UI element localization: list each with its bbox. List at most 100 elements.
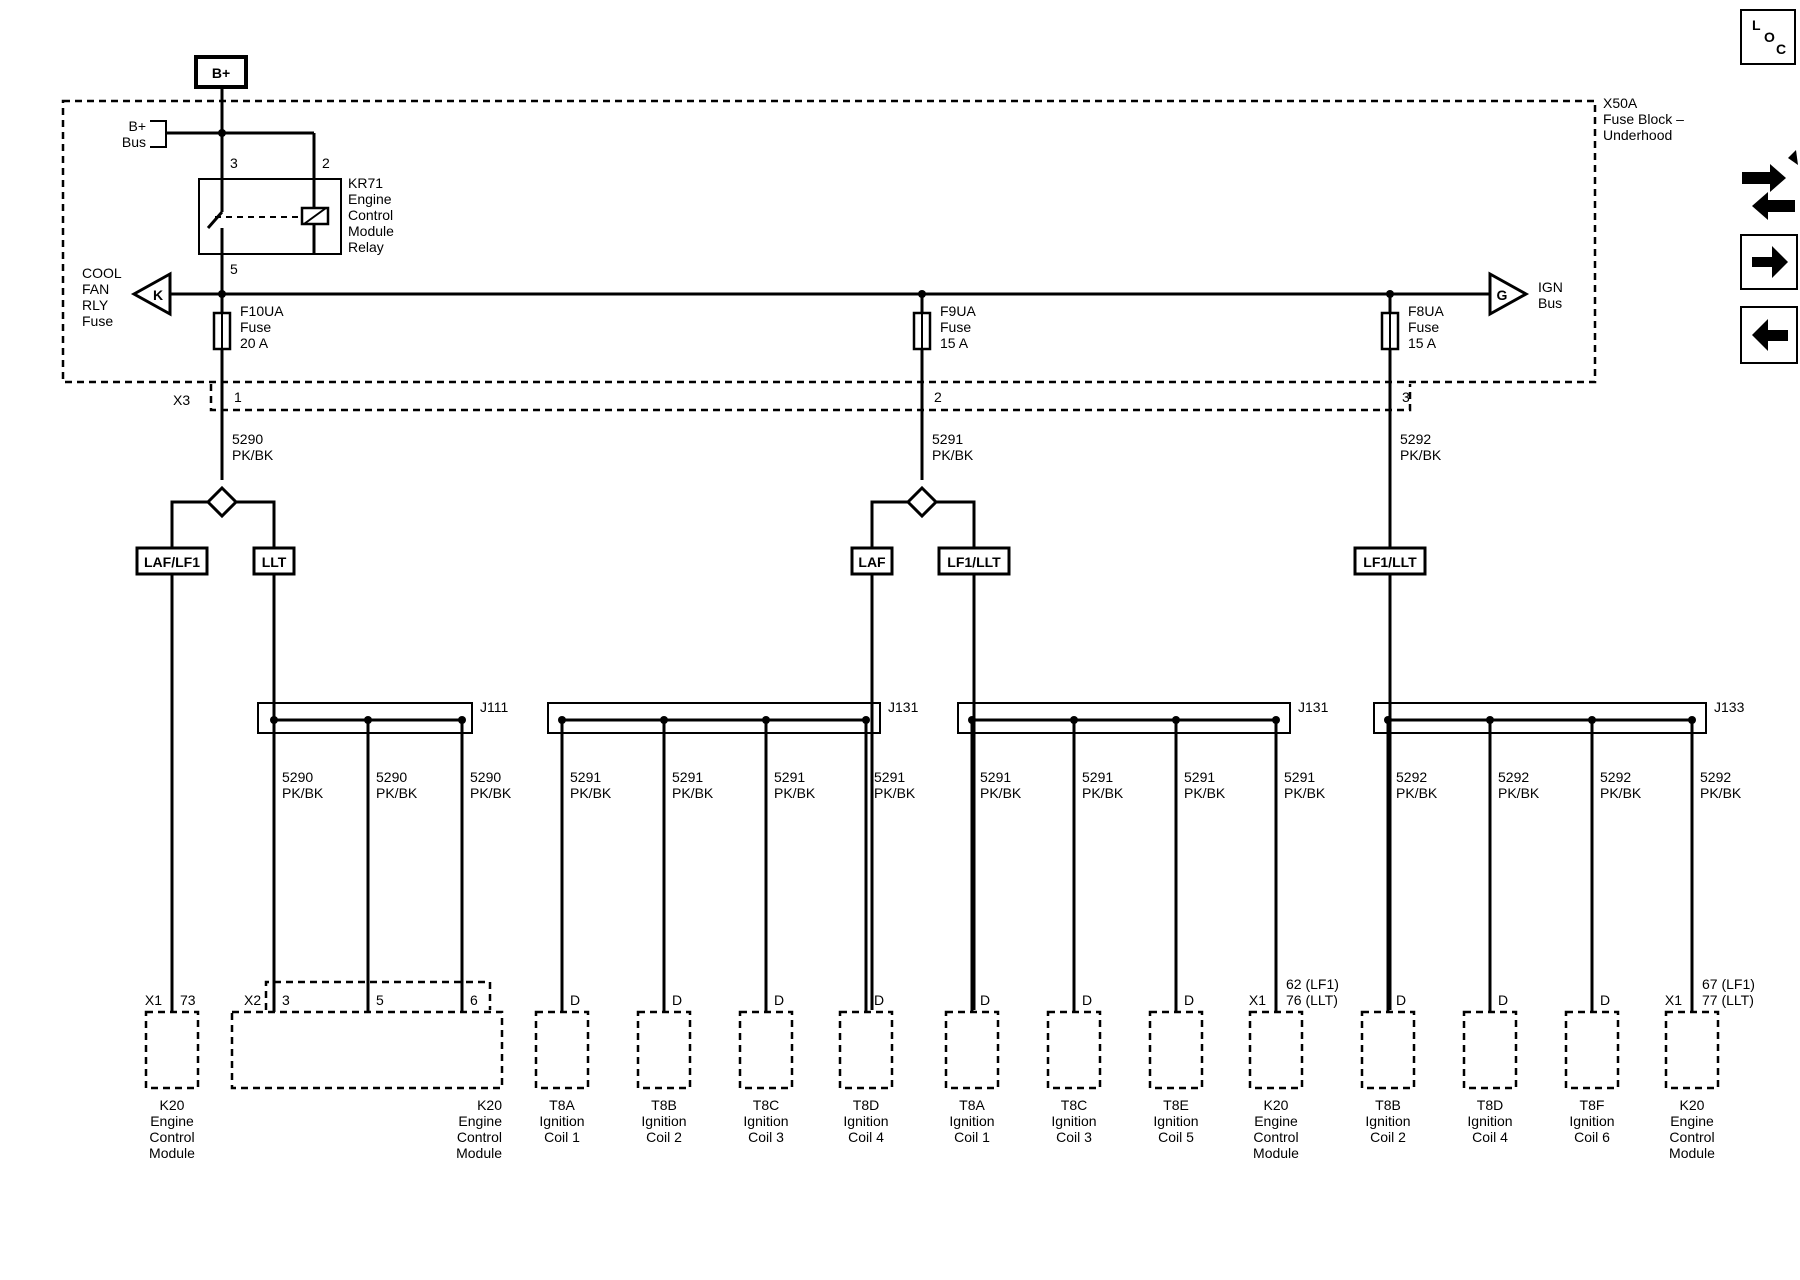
splice-3-wire-color-3: PK/BK (1700, 785, 1742, 801)
splice-2-wire-circuit-1: 5291 (1082, 769, 1113, 785)
next-page-button[interactable] (1740, 234, 1798, 290)
fuse-circuit-0: 5290 (232, 431, 263, 447)
splice-3-wire-circuit-2: 5292 (1600, 769, 1631, 785)
left-ref-line3: Fuse (82, 313, 113, 329)
loc-letter-l: L (1752, 17, 1761, 33)
previous-page-button[interactable] (1740, 306, 1798, 364)
option-split-diamond (205, 485, 239, 519)
component-5-line-2: Coil 4 (848, 1129, 884, 1145)
component-9-line-2: Control (1253, 1129, 1298, 1145)
swap-view-button[interactable] (1742, 150, 1798, 220)
fuse-pin-1: 2 (934, 389, 942, 405)
splice-2-wire-circuit-0: 5291 (980, 769, 1011, 785)
component-8-line-2: Coil 5 (1158, 1129, 1194, 1145)
fuse-block-enclosure (61, 99, 1597, 384)
loc-icon (1740, 9, 1796, 65)
left-ref-letter: K (153, 287, 163, 303)
component-6-line-0: T8A (959, 1097, 985, 1113)
component-0-connector: X1 (145, 992, 162, 1008)
fuse-circuit-1: 5291 (932, 431, 963, 447)
splice-1-wire-circuit-2: 5291 (774, 769, 805, 785)
splice-0-wire-circuit-1: 5290 (376, 769, 407, 785)
component-13-line-1: Engine (1670, 1113, 1714, 1129)
component-9-line-0: K20 (1264, 1097, 1289, 1113)
fuse-block-id: X50A (1603, 95, 1638, 111)
splice-3-wire-circuit-3: 5292 (1700, 769, 1731, 785)
component-13-line-3: Module (1669, 1145, 1715, 1161)
component-1-pin-0: 3 (282, 992, 290, 1008)
component-13-pin-line-0: 67 (LF1) (1702, 976, 1755, 992)
splice-1-wire-color-2: PK/BK (774, 785, 816, 801)
splice-3-wire-color-0: PK/BK (1396, 785, 1438, 801)
relay-label-2: Control (348, 207, 393, 223)
component-5-line-1: Ignition (843, 1113, 888, 1129)
cool-fan-relay-fuse-reference: K (130, 271, 172, 317)
component-13-line-0: K20 (1680, 1097, 1705, 1113)
component-4-line-0: T8C (753, 1097, 779, 1113)
component-7-line-0: T8C (1061, 1097, 1087, 1113)
relay-label-4: Relay (348, 239, 384, 255)
right-ref-line0: IGN (1538, 279, 1563, 295)
relay-pin-5: 5 (230, 261, 238, 277)
right-ref-line1: Bus (1538, 295, 1562, 311)
splice-3-wire-circuit-1: 5292 (1498, 769, 1529, 785)
component-11-line-2: Coil 4 (1472, 1129, 1508, 1145)
option-text-4: LF1/LLT (1363, 554, 1417, 570)
splice-1-wire-color-0: PK/BK (570, 785, 612, 801)
relay-label-1: Engine (348, 191, 392, 207)
relay-pin-3: 3 (230, 155, 238, 171)
option-text-0: LAF/LF1 (144, 554, 200, 570)
component-8-line-0: T8E (1163, 1097, 1189, 1113)
component-7-line-1: Ignition (1051, 1113, 1096, 1129)
option-label-3: LF1/LLT (937, 546, 1011, 1010)
component-1-line-2: Control (457, 1129, 502, 1145)
splice-2-wire-color-1: PK/BK (1082, 785, 1124, 801)
engine-control-module-relay (198, 178, 342, 255)
component-0-line-2: Control (149, 1129, 194, 1145)
component-4-line-1: Ignition (743, 1113, 788, 1129)
splice-2-wire-color-0: PK/BK (980, 785, 1022, 801)
fuse-circuit-2: 5292 (1400, 431, 1431, 447)
splice-2-wire-color-3: PK/BK (1284, 785, 1326, 801)
splice-2-wire-circuit-2: 5291 (1184, 769, 1215, 785)
splice-1-wire-circuit-0: 5291 (570, 769, 601, 785)
left-ref-line1: FAN (82, 281, 109, 297)
option-split-diamond (905, 485, 939, 519)
component-6-line-1: Ignition (949, 1113, 994, 1129)
x3-connector-label: X3 (173, 392, 190, 408)
splice-3-wire-color-2: PK/BK (1600, 785, 1642, 801)
splice-0-wire-circuit-0: 5290 (282, 769, 313, 785)
component-0-line-3: Module (149, 1145, 195, 1161)
component-11-line-1: Ignition (1467, 1113, 1512, 1129)
splice-3-wire-color-1: PK/BK (1498, 785, 1540, 801)
component-10-line-0: T8B (1375, 1097, 1401, 1113)
component-8-line-1: Ignition (1153, 1113, 1198, 1129)
component-5-pin: D (874, 992, 884, 1008)
splice-id-0: J111 (480, 699, 508, 715)
fuse-pin-2: 3 (1402, 389, 1410, 405)
component-12-pin: D (1600, 992, 1610, 1008)
relay-pin-2: 2 (322, 155, 330, 171)
splice-2-wire-circuit-3: 5291 (1284, 769, 1315, 785)
wiring-swap-icon (1742, 150, 1798, 220)
component-2-line-0: T8A (549, 1097, 575, 1113)
splice-1-wire-color-1: PK/BK (672, 785, 714, 801)
fuse-name-2: F8UA (1408, 303, 1444, 319)
fuse-name-1: F9UA (940, 303, 976, 319)
component-8-pin: D (1184, 992, 1194, 1008)
loc-button[interactable]: L O C (1740, 9, 1796, 65)
fuse-name-0: F10UA (240, 303, 284, 319)
bplus-bus-line1: B+ (128, 118, 146, 134)
